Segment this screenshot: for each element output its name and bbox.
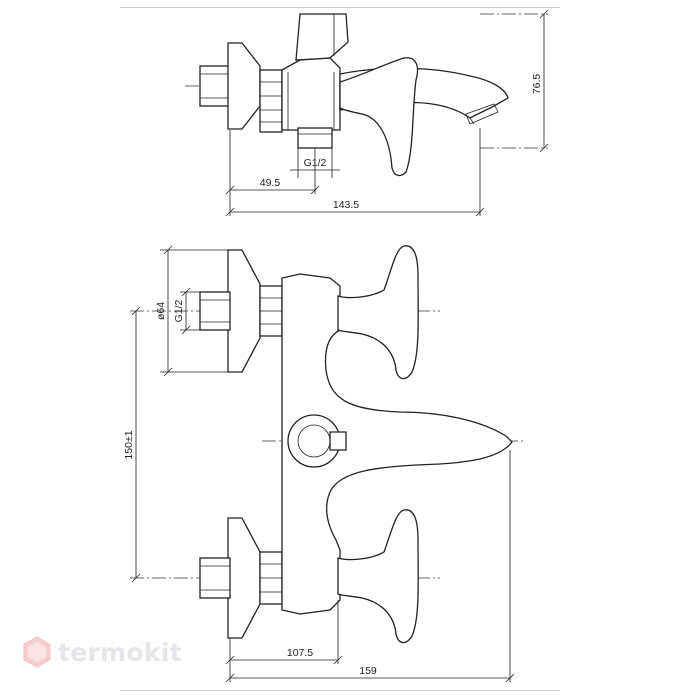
side-diverter-knob	[295, 13, 349, 61]
side-outlet-nipple	[297, 127, 333, 149]
dim-front-overall-label: 159	[359, 665, 377, 677]
dim-overall-length-label: 143.5	[333, 199, 359, 211]
brand-watermark: termokit	[22, 636, 182, 668]
faucet-main-body	[281, 273, 513, 615]
top-border-line	[120, 7, 560, 8]
side-lever-handle	[339, 57, 419, 177]
dim-thread-front-label: G1/2	[173, 299, 185, 322]
dim-inlet-offset-label: 49.5	[260, 177, 281, 189]
brand-name: termokit	[58, 637, 183, 667]
bottom-border-line	[120, 690, 560, 691]
side-wall-flange	[227, 42, 261, 130]
front-view: ø64 G1/2 150±1 107.5 159	[123, 245, 525, 683]
side-valve-body	[281, 57, 341, 131]
dim-thread-label: G1/2	[304, 157, 327, 169]
dim-spout-reach-label: 107.5	[287, 647, 313, 659]
lower-wall-flange	[227, 517, 261, 639]
side-hex-nut	[259, 69, 283, 133]
dim-height-label: 76.5	[531, 74, 543, 95]
lower-connection-nipple	[199, 557, 231, 599]
dim-centers-label: 150±1	[123, 430, 135, 459]
hexagon-logo-icon	[23, 636, 51, 668]
upper-connection-nipple	[199, 291, 231, 331]
side-view: 76.5 G1/2 49.5 143.5	[185, 9, 549, 217]
dim-flange-diameter-label: ø64	[155, 302, 167, 320]
side-connection-nipple	[199, 65, 231, 107]
lower-lever-handle	[337, 509, 419, 644]
upper-lever-handle	[337, 245, 419, 380]
upper-wall-flange	[227, 249, 261, 373]
